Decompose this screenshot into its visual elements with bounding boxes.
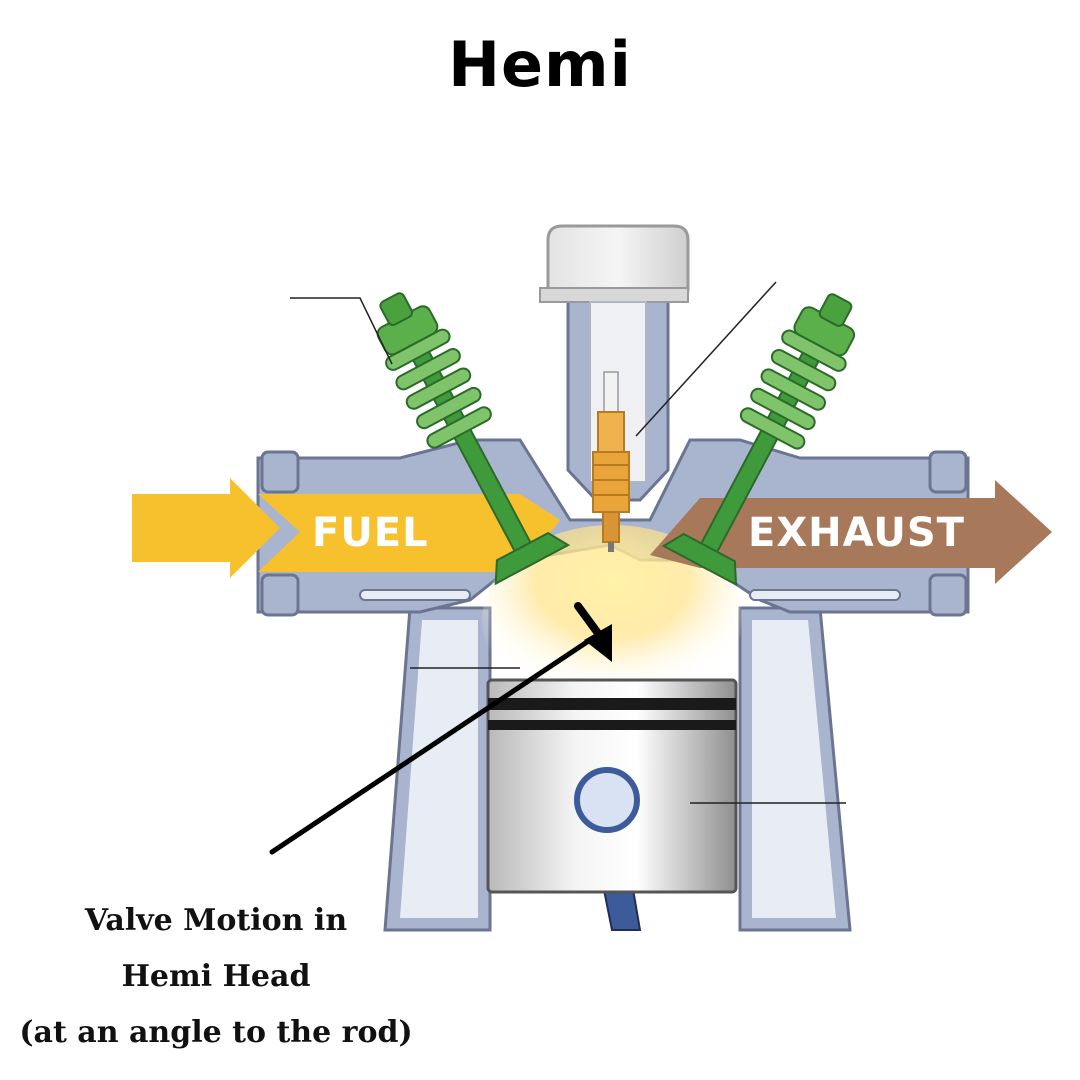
caption-pointer-line bbox=[269, 637, 593, 855]
diagram-title: Hemi bbox=[448, 28, 632, 101]
exhaust-label: EXHAUST bbox=[748, 510, 965, 556]
caption-line-2: Hemi Head bbox=[121, 959, 311, 994]
leader-lines bbox=[290, 281, 846, 804]
spark-plug-cap bbox=[539, 224, 690, 483]
fuel-label: FUEL bbox=[312, 510, 429, 556]
intake-valve bbox=[376, 292, 571, 586]
intake-valve-spring bbox=[385, 328, 492, 449]
caption-line-1: Valve Motion in bbox=[84, 903, 348, 938]
piston-ring-2 bbox=[488, 720, 736, 730]
fuel-arrow: FUEL bbox=[132, 478, 560, 578]
block-slot-right bbox=[749, 589, 901, 601]
valve-motion-caption: Valve Motion in Hemi Head (at an angle t… bbox=[0, 893, 432, 1061]
valve-motion-arrow-icon bbox=[574, 602, 612, 662]
piston-pin bbox=[574, 767, 640, 833]
exhaust-arrow: EXHAUST bbox=[650, 480, 1052, 584]
exhaust-valve bbox=[661, 293, 856, 587]
spark-plug bbox=[592, 371, 630, 552]
caption-line-3: (at an angle to the rod) bbox=[19, 1015, 413, 1050]
block-slot-left bbox=[359, 589, 471, 601]
piston-ring-1 bbox=[488, 698, 736, 710]
piston bbox=[486, 678, 738, 894]
